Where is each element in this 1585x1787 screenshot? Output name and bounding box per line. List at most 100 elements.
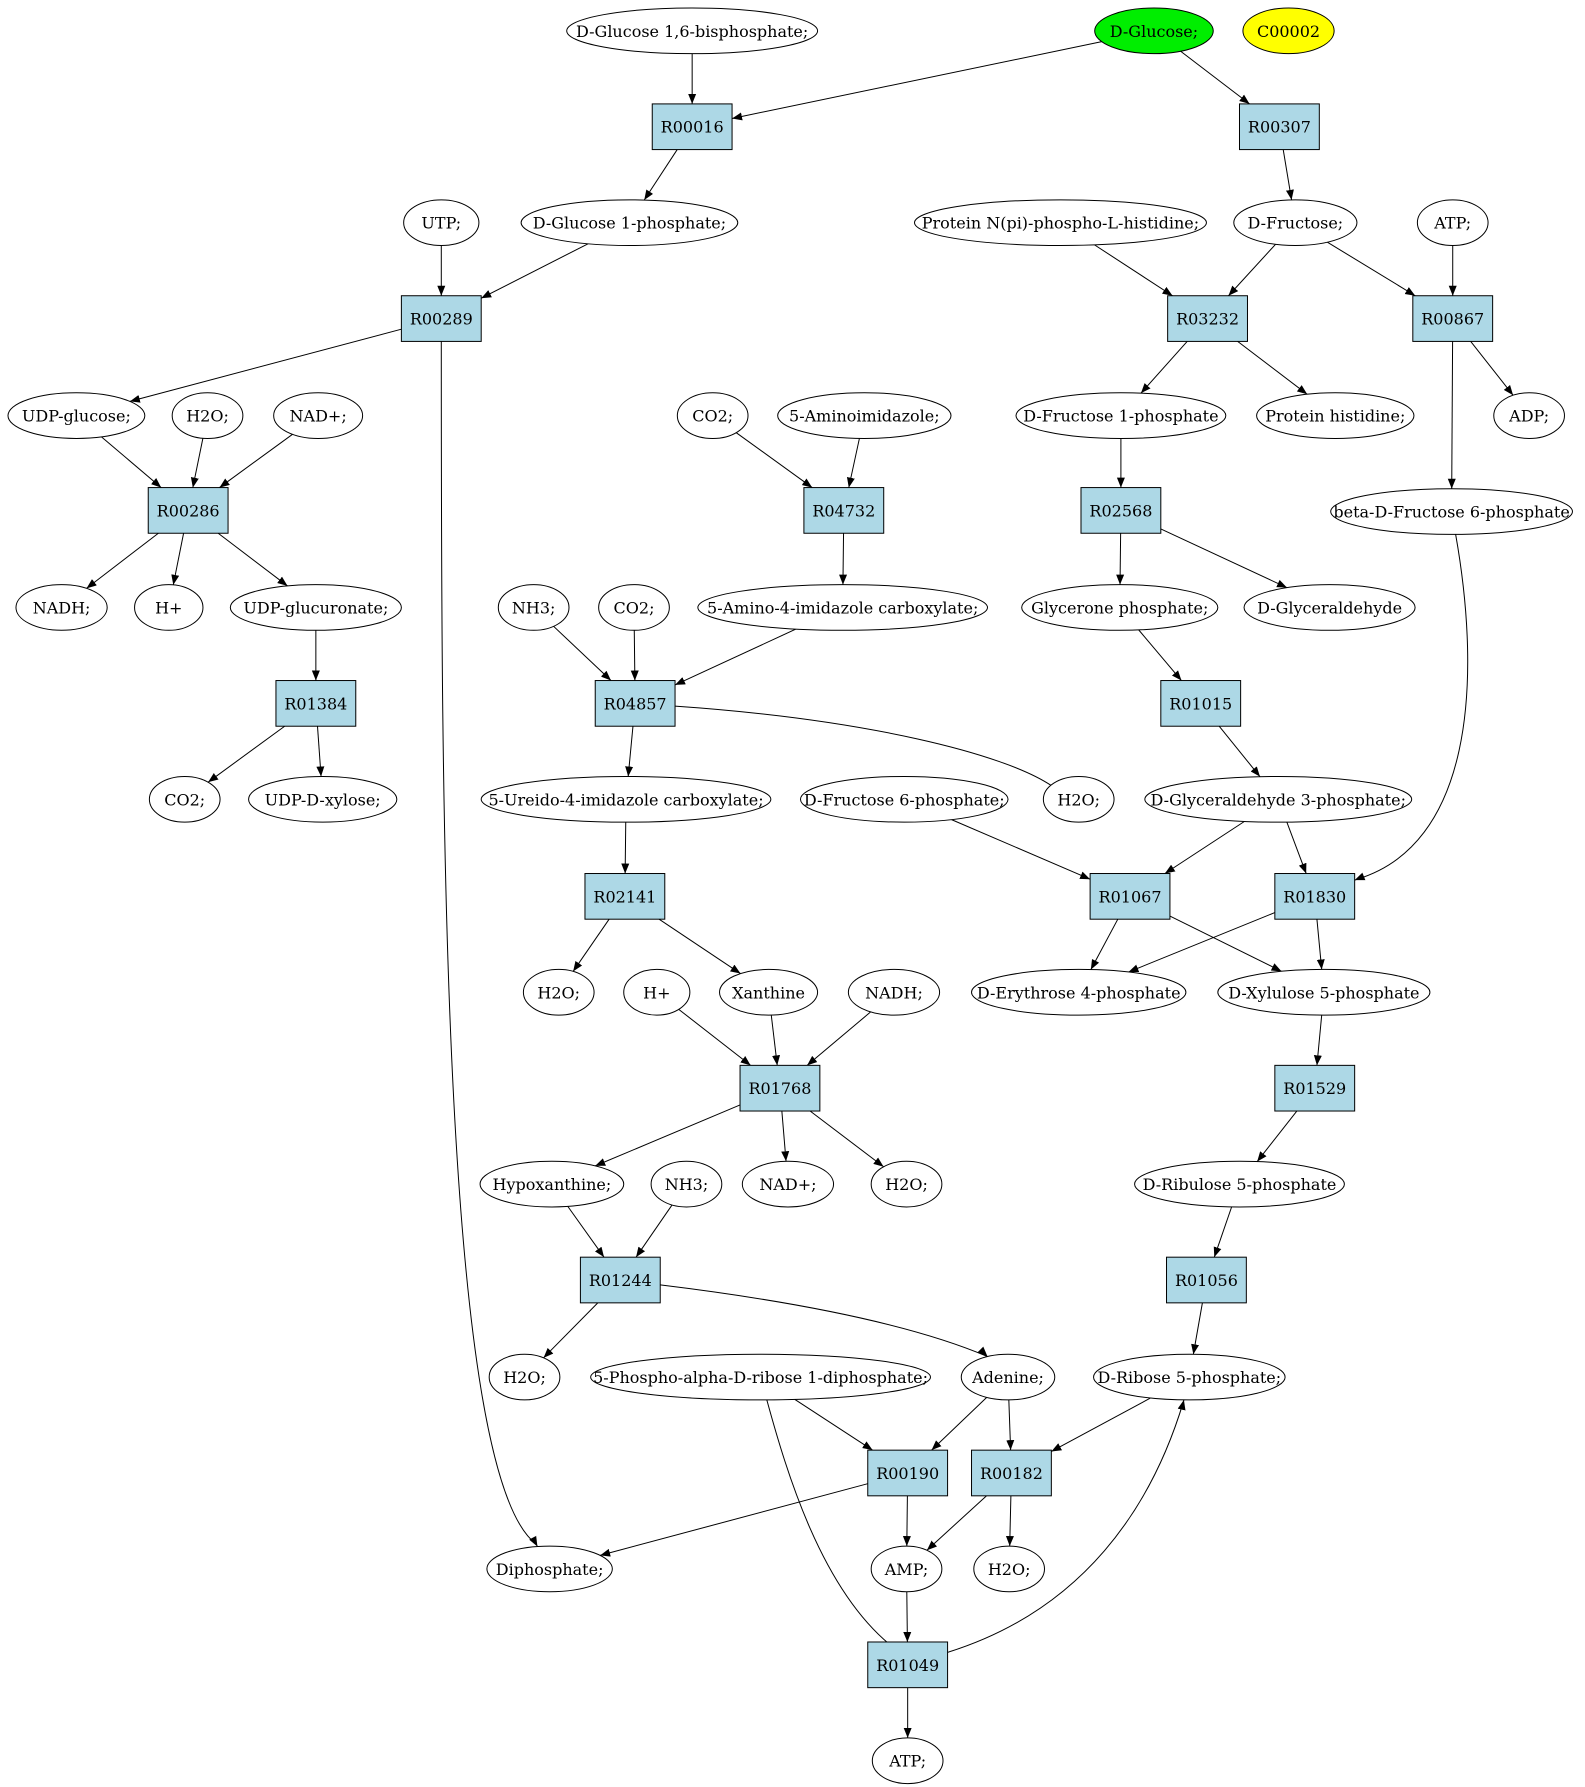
node-label: D-Glyceraldehyde [1257,598,1402,617]
node-label: R00182 [980,1464,1043,1483]
node-label: 5-Ureido-4-imidazole carboxylate; [488,790,763,809]
metabolite-node-m_udpxyl: UDP-D-xylose; [248,775,398,823]
metabolite-node-m_nh3_2: NH3; [650,1160,723,1208]
reaction-node-r00182: R00182 [971,1449,1052,1497]
metabolite-ellipse [623,968,691,1016]
metabolite-node-m_5u4ic: 5-Ureido-4-imidazole carboxylate; [480,775,772,823]
edge-r00307-to-m_dfructose [1282,149,1294,200]
edge-r01067-to-m_e4p [1090,918,1119,970]
node-label: AMP; [884,1560,929,1579]
edge-m_udpglc-to-r00286 [101,436,162,488]
metabolite-node-m_prothis: Protein histidine; [1256,392,1415,439]
metabolite-ellipse [1233,199,1358,246]
node-label: 5-Aminoimidazole; [789,407,940,426]
metabolite-node-m_h2o_2: H2O; [1042,775,1115,823]
metabolite-node-m_co2_1: CO2; [676,392,749,439]
edge-m_nh3_1-to-r04857 [553,625,612,681]
reaction-box [275,680,357,727]
metabolite-node-m_protnphis: Protein N(pi)-phospho-L-histidine; [914,199,1207,246]
edge-m_dfructose-to-r03232 [1228,243,1276,297]
reaction-box [584,873,666,920]
metabolite-node-m_e4p: D-Erythrose 4-phosphate [971,968,1187,1016]
edge-m_g3p-to-r01067 [1164,820,1245,874]
node-label: UDP-glucose; [22,407,131,426]
edge-m_5u4ic-to-r02141 [621,822,630,874]
node-label: UDP-D-xylose; [265,790,381,809]
edge-m_ru5p-to-r01056 [1213,1206,1233,1258]
reaction-box [1412,295,1494,342]
reaction-box [739,1064,821,1112]
node-label: R04857 [604,694,667,713]
metabolite-node-m_ru5p: D-Ribulose 5-phosphate [1134,1160,1345,1208]
node-label: Adenine; [971,1368,1044,1387]
edge-m_xanthine-to-r01768 [770,1015,781,1066]
edge-m_h2o_1-to-r00286 [190,438,204,488]
reaction-node-r01067: R01067 [1089,873,1171,920]
metabolite-ellipse [1144,775,1413,823]
reaction-node-r01015: R01015 [1160,680,1242,727]
node-label: R01015 [1169,694,1232,713]
edge-r00867-to-m_adp [1470,341,1514,396]
reaction-node-r04857: R04857 [594,680,676,727]
reaction-node-r04732: R04732 [803,487,885,534]
metabolite-node-m_utp: UTP; [403,199,480,246]
metabolite-ellipse [1134,1160,1345,1208]
edge-m_protnphis-to-r03232 [1094,244,1173,297]
node-label: H2O; [1057,790,1100,809]
edge-m_dglucose-to-r00016 [731,41,1102,121]
node-label: NADH; [865,983,923,1002]
edge-r02141-to-m_xanthine [658,918,741,974]
reaction-node-r02141: R02141 [584,873,666,920]
metabolite-ellipse [598,584,670,631]
reaction-node-r00190: R00190 [867,1449,949,1497]
node-label: R00289 [410,310,473,329]
node-label: UDP-glucuronate; [243,598,388,617]
metabolite-ellipse [15,584,108,631]
edge-r01384-to-m_udpxyl [316,726,325,777]
metabolite-ellipse [847,968,941,1016]
metabolite-ellipse [799,775,1009,823]
node-label: D-Glyceraldehyde 3-phosphate; [1151,790,1406,809]
edge-r02141-to-m_h2o_3 [572,918,610,972]
nodes-layer: D-Glucose 1,6-bisphosphate;D-Glucose;C00… [7,7,1573,1785]
node-label: Hypoxanthine; [493,1175,612,1194]
node-label: R01067 [1099,887,1162,906]
node-label: Glycerone phosphate; [1031,598,1208,617]
node-label: H2O; [537,983,580,1002]
edge-r01067-to-m_x5p [1169,915,1282,972]
metabolite-node-m_h2o_4: H2O; [870,1160,943,1208]
metabolite-node-m_5a4ic: 5-Amino-4-imidazole carboxylate; [697,584,988,631]
edge-r00286-to-m_udpgluc [217,532,288,587]
metabolite-ellipse [719,968,819,1016]
edge-r01056-to-m_r5p [1191,1302,1203,1355]
reaction-node-r00286: R00286 [147,487,229,534]
metabolite-ellipse [7,392,146,439]
reaction-box [867,1641,949,1689]
node-label: NAD+; [759,1175,816,1194]
metabolite-node-m_dfructose: D-Fructose; [1233,199,1358,246]
reaction-node-r01049: R01049 [867,1641,949,1689]
edge-r01768-to-m_hypox [595,1104,741,1167]
metabolite-ellipse [914,199,1207,246]
node-label: D-Fructose 6-phosphate; [804,790,1005,809]
metabolite-node-m_f1p: D-Fructose 1-phosphate [1015,392,1227,439]
metabolite-node-m_x5p: D-Xylulose 5-phosphate [1217,968,1431,1016]
node-label: R01049 [876,1656,939,1675]
metabolite-node-m_prpp: 5-Phospho-alpha-D-ribose 1-diphosphate; [590,1353,931,1401]
edge-m_co2_2-to-r04857 [630,630,639,681]
metabolite-node-m_h2o_6: H2O; [973,1545,1046,1593]
metabolite-node-m_adp: ADP; [1493,392,1565,439]
edge-m_g1p-to-r00289 [480,243,589,299]
edge-r01830-to-m_x5p [1316,919,1325,970]
node-label: Protein histidine; [1265,407,1405,426]
reaction-node-r03232: R03232 [1167,295,1248,342]
metabolite-ellipse [1021,584,1219,631]
node-label: C00002 [1257,22,1320,41]
metabolite-ellipse [488,1353,561,1401]
metabolite-ellipse [973,1545,1046,1593]
edge-r01244-to-m_h2o_5 [543,1302,599,1359]
node-label: D-Ribose 5-phosphate; [1097,1368,1281,1387]
node-label: ATP; [888,1752,926,1771]
metabolite-ellipse [960,1353,1056,1401]
edge-r04857-to-m_5u4ic [625,726,634,777]
